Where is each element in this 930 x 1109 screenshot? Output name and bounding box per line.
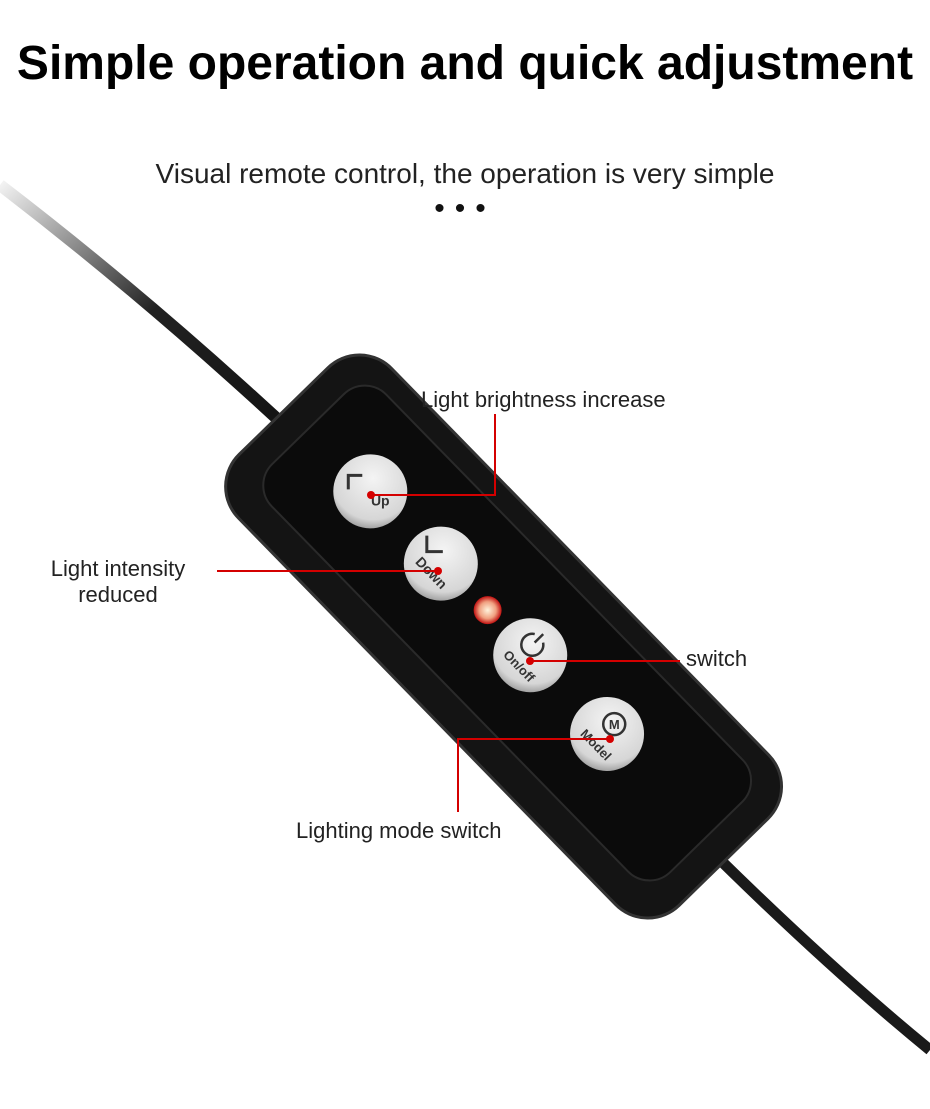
status-led bbox=[473, 596, 502, 625]
callout-lines bbox=[217, 414, 680, 812]
page-title: Simple operation and quick adjustment bbox=[16, 37, 914, 90]
chevron-down-icon bbox=[425, 535, 443, 554]
callout-up: Light brightness increase bbox=[421, 387, 666, 412]
svg-text:M: M bbox=[609, 717, 620, 732]
page-subtitle: Visual remote control, the operation is … bbox=[155, 158, 775, 189]
down-button[interactable]: Down bbox=[389, 511, 494, 616]
cable-top bbox=[0, 180, 305, 445]
callout-onoff: switch bbox=[686, 646, 748, 671]
onoff-button[interactable]: On/off bbox=[478, 603, 583, 708]
cable-bottom bbox=[686, 826, 930, 1055]
callout-down: Light intensity reduced bbox=[30, 556, 206, 608]
callout-model: Lighting mode switch bbox=[296, 818, 502, 843]
mode-m-icon: M bbox=[601, 711, 627, 737]
chevron-up-icon bbox=[346, 473, 363, 490]
power-icon bbox=[520, 632, 545, 658]
model-button[interactable]: M Model bbox=[555, 682, 660, 787]
decorative-dots: ••• bbox=[434, 192, 496, 225]
svg-text:Up: Up bbox=[371, 492, 390, 508]
callout-down-line1: Light intensity bbox=[50, 556, 186, 581]
callout-down-line2: reduced bbox=[78, 582, 158, 607]
